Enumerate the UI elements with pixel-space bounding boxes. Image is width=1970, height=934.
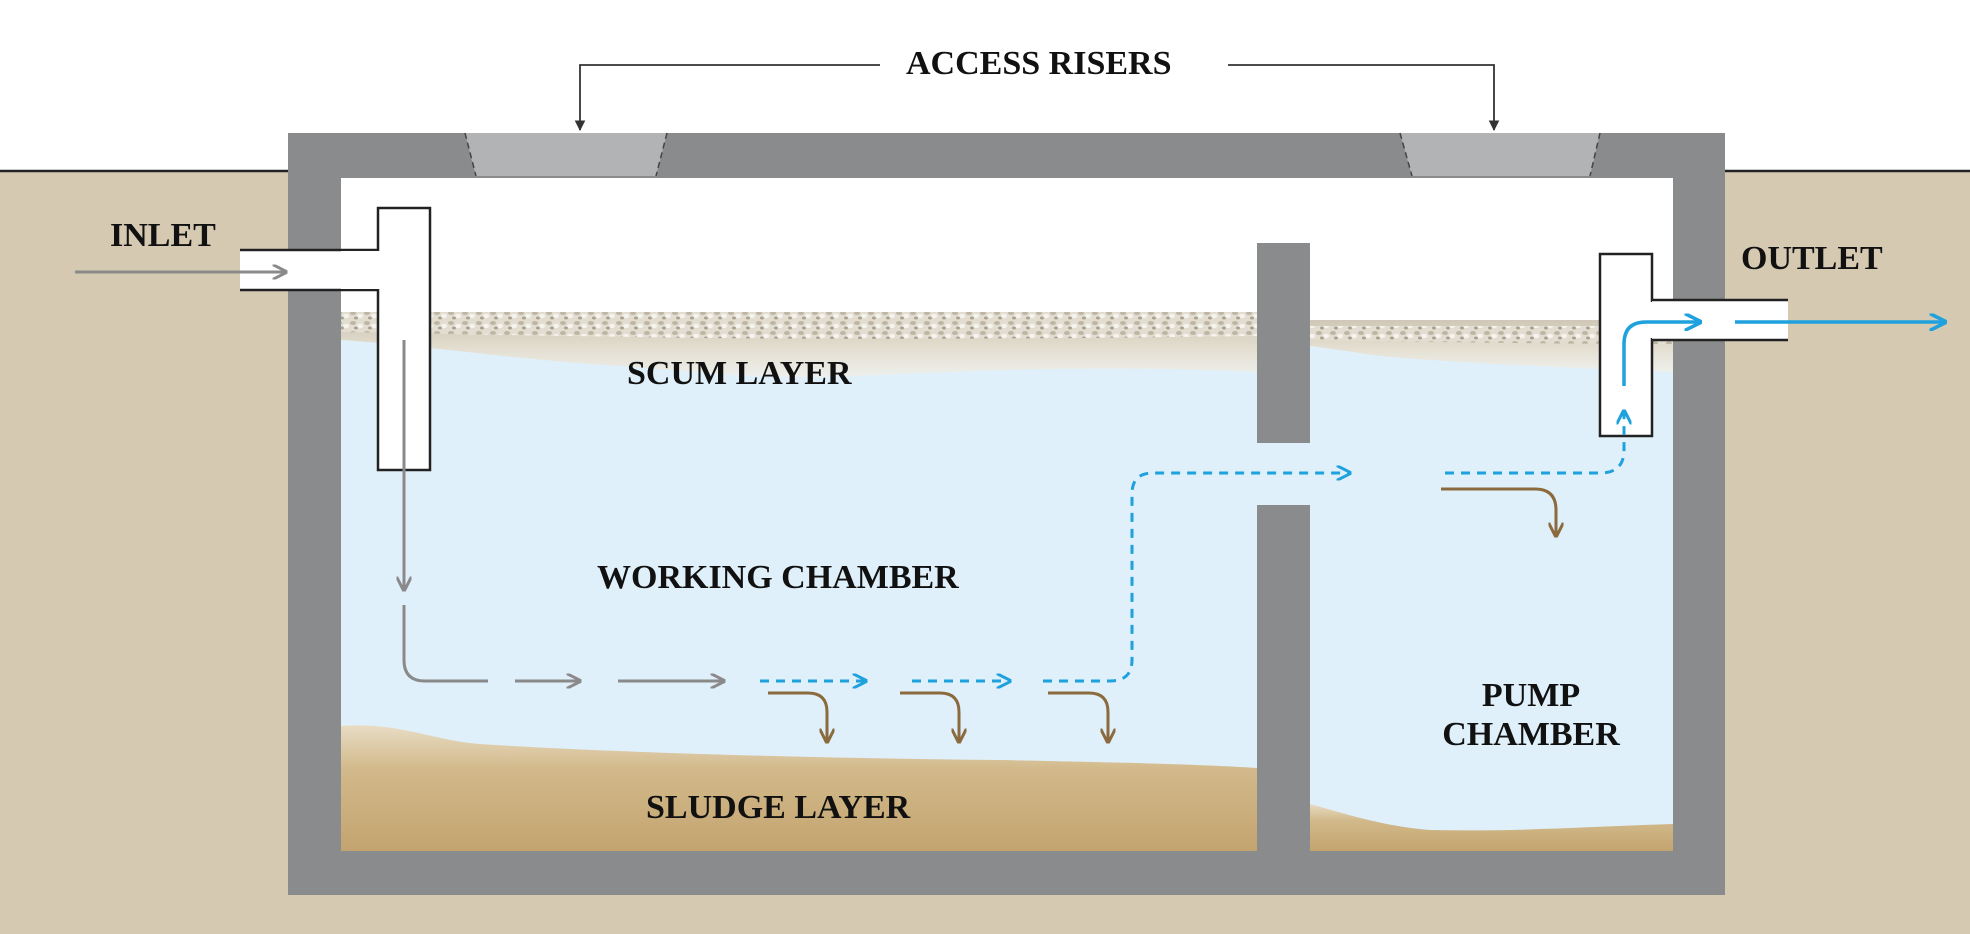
pump-chamber-label-line2: CHAMBER — [1442, 716, 1620, 754]
raw-flow-arrows — [404, 340, 724, 681]
access-riser-left — [465, 133, 667, 176]
pump-chamber-label: PUMP CHAMBER — [1420, 676, 1642, 754]
baffle-wall-upper — [1257, 243, 1310, 443]
sludge-layer-pump — [1310, 804, 1673, 851]
settling-arrows — [768, 487, 1556, 742]
pump-chamber-label-line1: PUMP — [1481, 677, 1581, 714]
inlet-label: INLET — [110, 217, 216, 254]
working-chamber-label: WORKING CHAMBER — [597, 559, 959, 596]
scum-layer-label: SCUM LAYER — [627, 355, 852, 392]
baffle-wall-lower — [1257, 505, 1310, 855]
outlet-pipe — [1598, 252, 1788, 438]
access-risers-label: ACCESS RISERS — [906, 45, 1172, 82]
sludge-layer-label: SLUDGE LAYER — [646, 789, 911, 826]
outlet-label: OUTLET — [1741, 240, 1883, 277]
outlet-flow-arrows — [1622, 322, 1945, 386]
access-riser-right — [1400, 133, 1600, 176]
clarified-flow-arrows — [760, 411, 1624, 681]
access-riser-callout — [574, 64, 1500, 132]
sludge-layer — [341, 725, 1257, 851]
